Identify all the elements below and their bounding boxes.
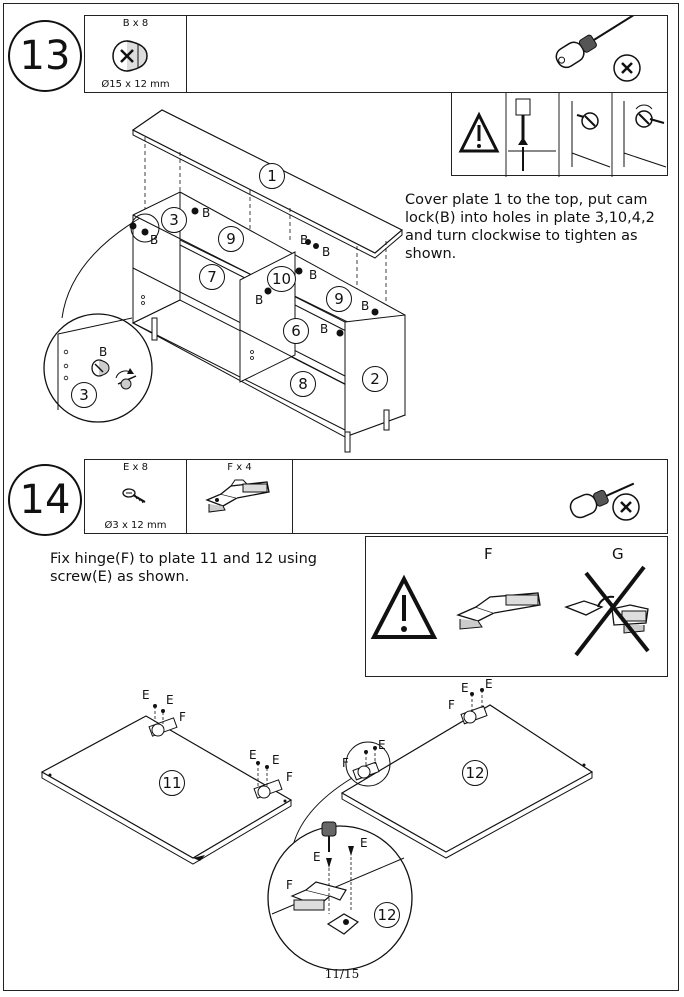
step-14-instruction: Fix hinge(F) to plate 11 and 12 using sc…	[50, 551, 317, 585]
cam-b-label: B	[300, 233, 309, 247]
phillips-screwdriver-icon	[555, 16, 641, 82]
cam-lock-insert-icon	[508, 98, 556, 171]
step-13-number: 13	[8, 20, 82, 92]
part-b-dim: Ø15 x 12 mm	[101, 79, 170, 90]
plate-3-label: 3	[161, 207, 187, 233]
plate-7-label: 7	[199, 264, 225, 290]
part-b-qty: B x 8	[122, 18, 149, 29]
page-number: 11/15	[324, 967, 360, 981]
plate-9-back-left-label: 9	[218, 226, 244, 252]
screw-icon	[122, 488, 146, 504]
cam-b-label: B	[150, 233, 159, 247]
cam-b-label: B	[320, 322, 329, 336]
cam-lock-icon	[112, 40, 148, 72]
part-f-cell: F x 4	[187, 460, 293, 533]
cam-b-label: B	[322, 245, 331, 259]
correct-hinge-icon	[456, 592, 541, 630]
wrong-cross-icon	[574, 565, 650, 657]
plate-2-label: 2	[362, 366, 388, 392]
correct-hinge-label: F	[484, 545, 493, 563]
hinge-orientation-diagram	[370, 565, 650, 657]
plate-6-label: 6	[283, 318, 309, 344]
cam-lock-position-icon	[571, 101, 611, 168]
step-14-number-text: 14	[19, 477, 71, 523]
hinge-f-detail-label: F	[286, 878, 293, 892]
screw-e-label: E	[142, 688, 150, 702]
step-13-warning-box	[451, 92, 668, 177]
hinge-f-label: F	[448, 698, 455, 712]
phillips-screwdriver-icon	[569, 482, 640, 521]
part-b-cell: B x 8 Ø15 x 12 mm	[85, 16, 187, 92]
cam-b-detail-label: B	[99, 345, 108, 359]
plate-8-label: 8	[290, 371, 316, 397]
hinge-f-label: F	[179, 710, 186, 724]
part-e-cell: E x 8 Ø3 x 12 mm	[85, 460, 187, 533]
page-frame	[3, 3, 679, 991]
hinge-f-label: F	[342, 756, 349, 770]
plate-12-label: 12	[462, 760, 488, 786]
screw-e-detail-label: E	[313, 850, 321, 864]
hinge-f-label: F	[286, 770, 293, 784]
screw-e-label: E	[378, 738, 386, 752]
screw-e-detail-label: E	[360, 836, 368, 850]
plate-10-label: 10	[267, 266, 296, 292]
screw-e-label: E	[461, 681, 469, 695]
step-14-warning-box: F G	[365, 536, 668, 677]
cam-lock-tighten-icon	[623, 101, 667, 168]
part-e-dim: Ø3 x 12 mm	[104, 520, 167, 531]
plate-9-back-right-label: 9	[326, 286, 352, 312]
detail-plate-12-label: 12	[374, 902, 400, 928]
cam-b-label: B	[255, 293, 264, 307]
plate-11-label: 11	[159, 770, 185, 796]
detail-plate-3-label: 3	[71, 382, 97, 408]
screw-e-label: E	[272, 753, 280, 767]
cam-b-label: B	[202, 206, 211, 220]
warning-icon	[370, 574, 438, 639]
screw-e-label: E	[485, 677, 493, 691]
step-13-number-text: 13	[19, 33, 71, 79]
cam-lock-orientation-diagram	[458, 93, 667, 177]
plate-1-label: 1	[259, 163, 285, 189]
part-e-qty: E x 8	[123, 462, 148, 473]
step-13-parts-bar: B x 8 Ø15 x 12 mm	[84, 15, 668, 93]
cam-b-label: B	[309, 268, 318, 282]
step-14-parts-bar: E x 8 Ø3 x 12 mm F x 4	[84, 459, 668, 534]
cam-b-label: B	[361, 299, 370, 313]
wrong-hinge-label: G	[612, 545, 624, 563]
step-14-number: 14	[8, 464, 82, 536]
hinge-icon	[205, 479, 270, 513]
screw-e-label: E	[166, 693, 174, 707]
warning-icon	[458, 111, 500, 153]
part-f-qty: F x 4	[227, 462, 252, 473]
step-13-instruction: Cover plate 1 to the top, put cam lock(B…	[405, 192, 655, 262]
screw-e-label: E	[249, 748, 257, 762]
